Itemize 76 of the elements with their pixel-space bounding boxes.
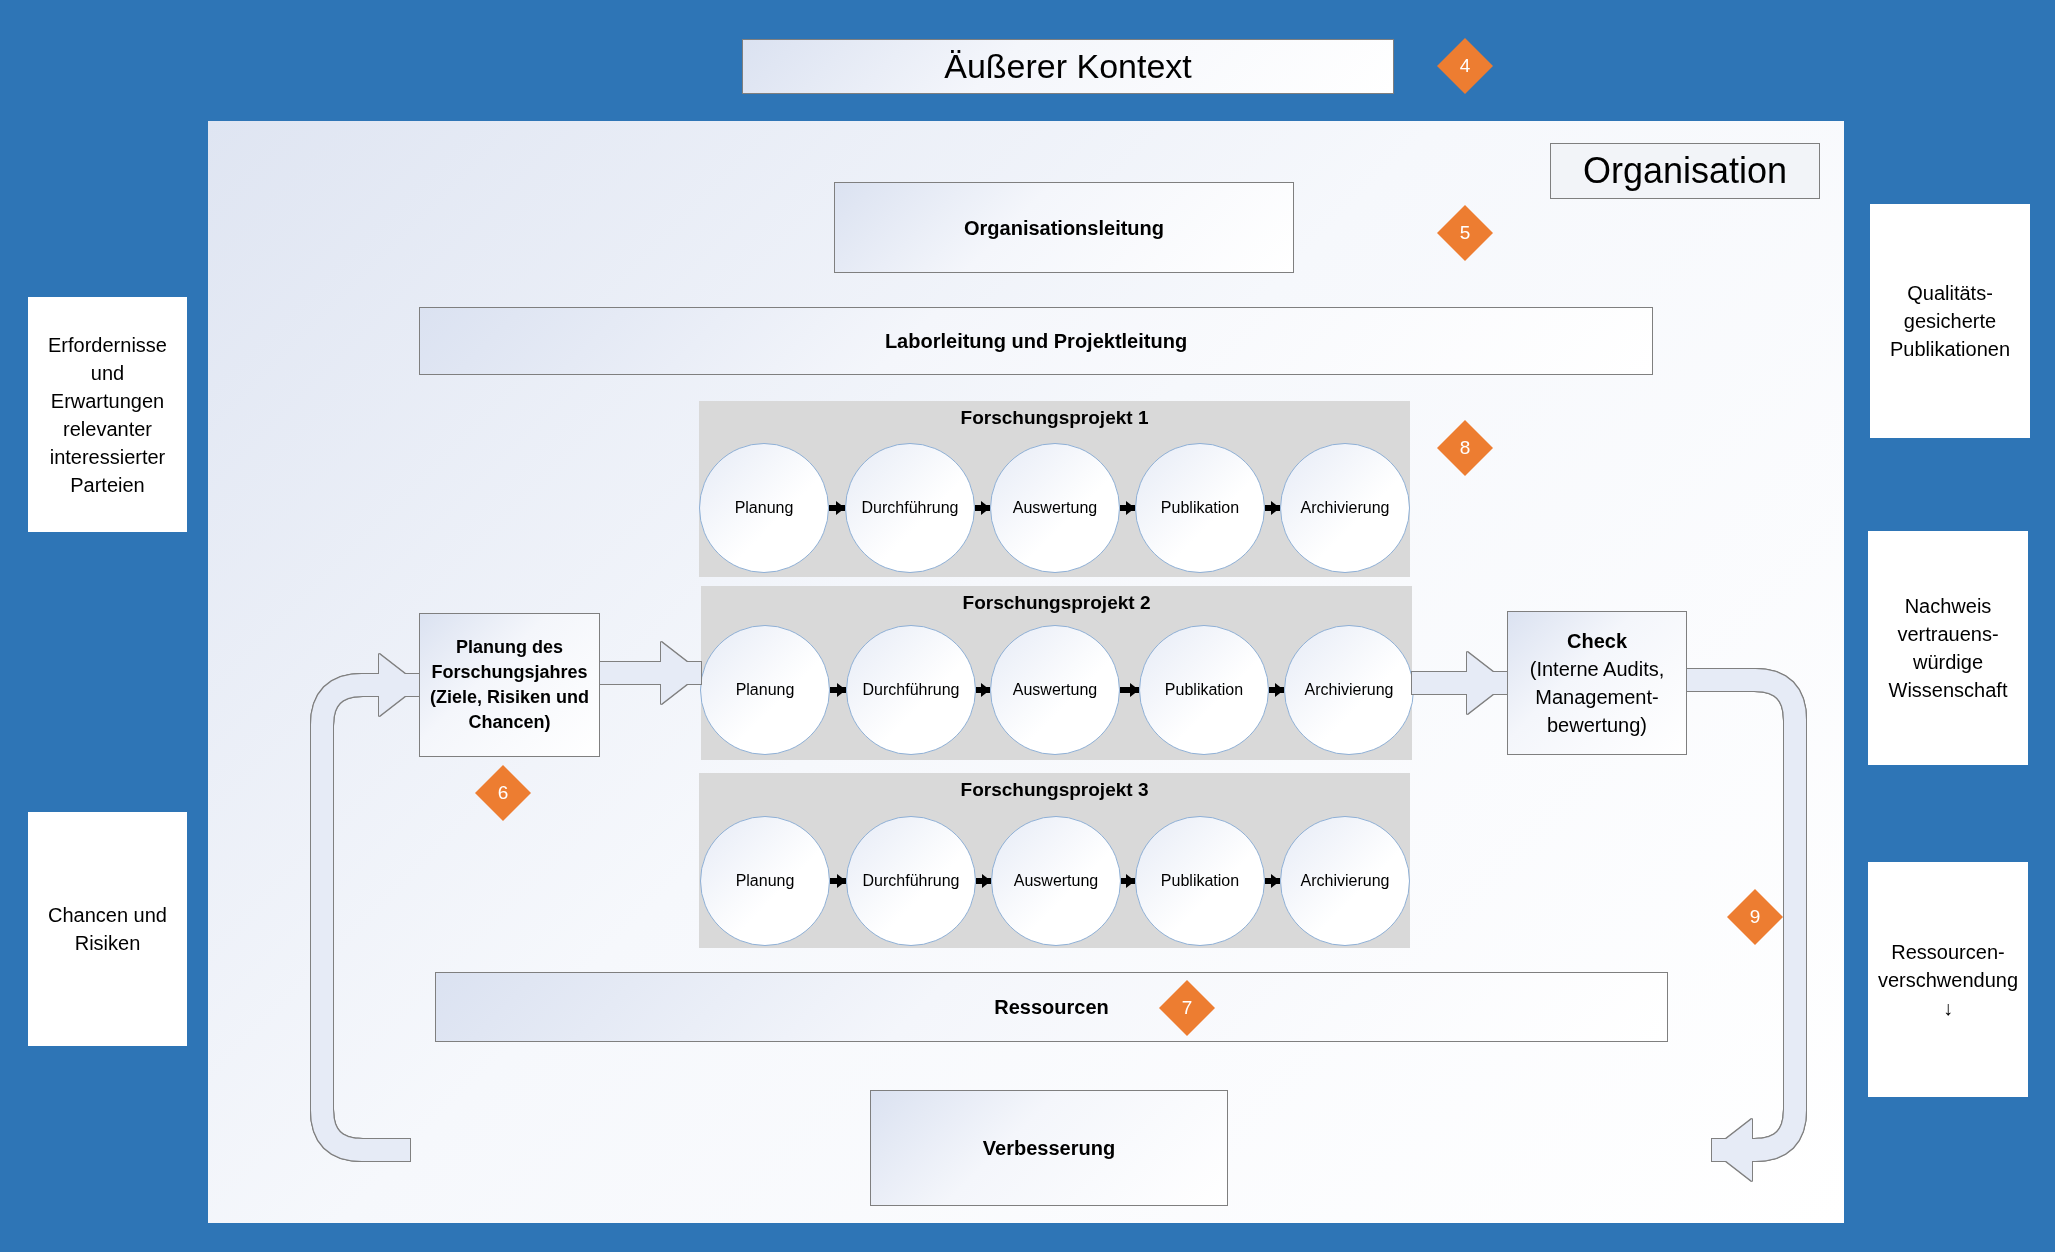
box-text: Auswertung: [1012, 499, 1098, 517]
box-text: Verbesserung: [981, 1136, 1117, 1161]
step-diamond: [1437, 205, 1493, 261]
process-box: [419, 613, 600, 757]
box-text: Ressourcen-verschwendung ↓: [1876, 939, 2020, 1021]
box-text: Planung: [735, 681, 795, 699]
box-text: Archivierung: [1300, 499, 1390, 517]
step-number: 6: [497, 782, 509, 804]
step-number: 9: [1749, 906, 1761, 928]
band-heading: Forschungsprojekt 3: [960, 779, 1149, 802]
arrow: [829, 501, 845, 515]
step-diamond: [1727, 889, 1783, 945]
project-band: [699, 773, 1410, 948]
arrow: [830, 683, 846, 697]
box-text: Chancen und Risiken: [47, 903, 168, 956]
box-text: Planung: [734, 499, 794, 517]
box-text: Durchführung: [862, 681, 960, 699]
box-text: Organisationsleitung: [963, 215, 1165, 241]
process-box: [1507, 611, 1687, 755]
arrow: [976, 874, 991, 888]
box-text: Auswertung: [1012, 681, 1098, 699]
box-text: Durchführung: [861, 499, 959, 517]
arrow: [1121, 874, 1135, 888]
process-box: [742, 39, 1394, 94]
box-text: Durchführung: [862, 872, 960, 890]
box-heading: Check: [1566, 629, 1628, 654]
info-card: [28, 812, 187, 1046]
panel-heading: Organisation: [1550, 143, 1820, 199]
arrow: [1269, 683, 1284, 697]
arrow: [976, 683, 990, 697]
step-diamond: [1437, 420, 1493, 476]
arrow: [1265, 874, 1280, 888]
info-card: [1868, 531, 2028, 765]
box-text: Laborleitung und Projektleitung: [883, 329, 1189, 354]
step-number: 5: [1459, 222, 1471, 244]
box-text: Archivierung: [1304, 681, 1394, 699]
box-text: Qualitäts-gesicherte Publikationen: [1888, 281, 2012, 362]
organisation-panel: [208, 121, 1844, 1223]
block-arrow: [1687, 669, 1806, 1181]
process-box: [435, 972, 1668, 1042]
project-band: [701, 586, 1412, 760]
process-box: [419, 307, 1653, 375]
box-text: Ressourcen: [993, 995, 1110, 1020]
box-text: Publikation: [1164, 681, 1244, 699]
box-text: Erfordernisse und Erwartungen relevanter interessierter Parteien: [47, 332, 168, 498]
block-arrow: [311, 654, 419, 1161]
step-number: 7: [1181, 997, 1193, 1019]
box-text: Publikation: [1160, 872, 1240, 890]
info-card: [1870, 204, 2030, 438]
box-text: (Interne Audits, Management-bewertung): [1528, 657, 1666, 738]
box-text: Äußerer Kontext: [943, 45, 1193, 87]
box-text: Planung des Forschungsjahres (Ziele, Risiken und Chancen): [429, 635, 590, 735]
box-text: Nachweis vertrauens-würdige Wissenschaft: [1887, 594, 2009, 703]
project-band: [699, 401, 1410, 577]
process-box: [834, 182, 1294, 273]
step-number: 8: [1459, 437, 1471, 459]
block-arrow: [600, 642, 701, 704]
band-heading: Forschungsprojekt 2: [962, 592, 1151, 615]
step-diamond: [1437, 38, 1493, 94]
block-arrow: [1412, 652, 1507, 714]
info-card: [28, 297, 187, 532]
box-text: Auswertung: [1013, 872, 1099, 890]
arrow: [830, 874, 846, 888]
box-text: Archivierung: [1300, 872, 1390, 890]
arrow: [975, 501, 990, 515]
box-text: Planung: [735, 872, 795, 890]
step-diamond: [1159, 980, 1215, 1036]
box-text: Publikation: [1160, 499, 1240, 517]
arrow: [1120, 501, 1135, 515]
step-diamond: [475, 765, 531, 821]
arrow: [1120, 683, 1139, 697]
arrow: [1265, 501, 1280, 515]
step-number: 4: [1459, 55, 1471, 77]
band-heading: Forschungsprojekt 1: [960, 407, 1149, 430]
process-box: [870, 1090, 1228, 1206]
info-card: [1868, 862, 2028, 1097]
